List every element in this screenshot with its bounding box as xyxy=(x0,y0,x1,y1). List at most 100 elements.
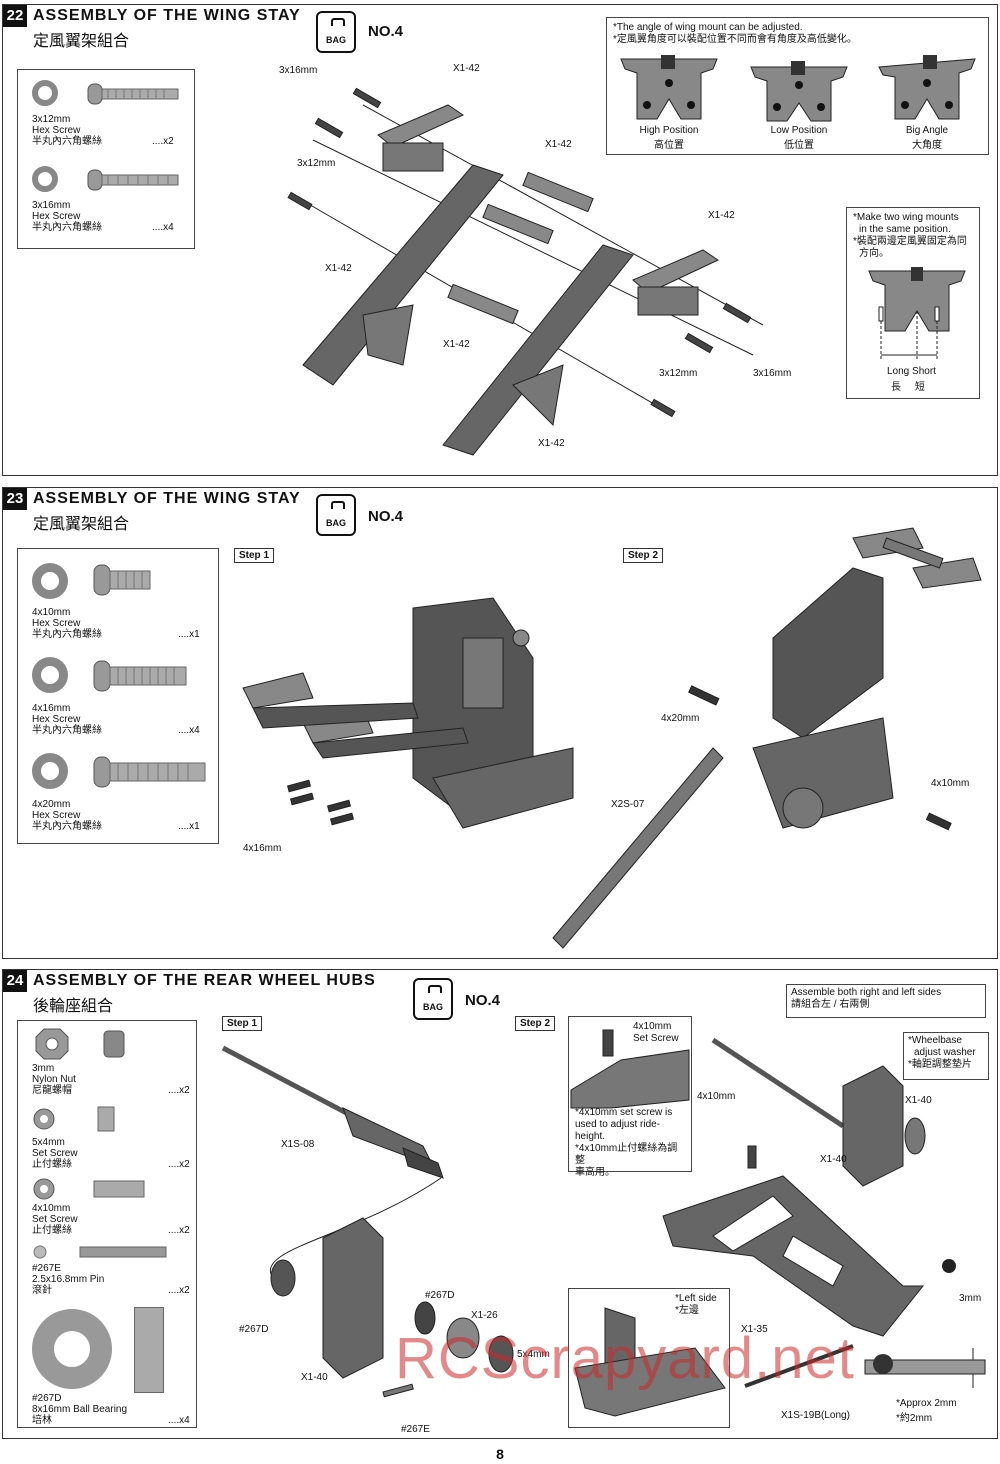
set-screw-closeup xyxy=(570,1029,690,1109)
section-subtitle: 後輪座組合 xyxy=(33,998,114,1015)
section-24: 24 ASSEMBLY OF THE REAR WHEEL HUBS 後輪座組合… xyxy=(2,969,998,1439)
step-number: 22 xyxy=(3,5,27,27)
watermark: RCScrapyard.net xyxy=(395,1326,855,1391)
callout-label: X1-26 xyxy=(471,1310,498,1321)
bag-icon: BAG xyxy=(316,494,356,536)
callout-label: 5x4mm xyxy=(517,1349,550,1360)
bag-number: NO.4 xyxy=(368,508,404,525)
callout-label: X1-40 xyxy=(905,1095,932,1106)
long-short-label-cn: 長 短 xyxy=(891,382,925,393)
approx-label: *Approx 2mm *約2mm xyxy=(896,1398,957,1424)
callout-label: 3x16mm xyxy=(279,65,318,76)
callout-label: 4x16mm xyxy=(243,843,282,854)
callout-label: #267D xyxy=(425,1290,455,1301)
bag-number: NO.4 xyxy=(465,992,501,1009)
washer-thickness-diagram xyxy=(864,1348,986,1388)
callout-label: 3mm xyxy=(959,1293,982,1304)
callout-label: X1-42 xyxy=(325,263,352,274)
section-title: ASSEMBLY OF THE WING STAY xyxy=(33,7,301,24)
screw-icon xyxy=(93,660,187,692)
mount-note: *Make two wing mounts in the same positi… xyxy=(846,207,980,399)
step2-drawing xyxy=(552,527,982,949)
washer-icon xyxy=(32,166,58,192)
long-short-label: Long Short xyxy=(887,366,936,377)
step1-drawing xyxy=(221,1045,514,1398)
screw-icon xyxy=(87,169,179,191)
callout-label: X1-42 xyxy=(443,339,470,350)
screw-icon xyxy=(93,564,151,596)
section-title: ASSEMBLY OF THE WING STAY xyxy=(33,490,301,507)
callout-label: 4x20mm xyxy=(661,713,700,724)
step1-drawing xyxy=(242,597,574,829)
wing-stay-exploded-drawing xyxy=(287,87,764,456)
callout-label: 3x12mm xyxy=(297,158,336,169)
page-number: 8 xyxy=(496,1446,504,1462)
callout-label: 3x12mm xyxy=(659,368,698,379)
set-screw-icon xyxy=(33,1178,145,1200)
section-subtitle: 定風翼架組合 xyxy=(33,33,130,50)
left-side-illustration xyxy=(574,1307,726,1417)
callout-label: #267D xyxy=(239,1324,269,1335)
set-screw-icon xyxy=(33,1106,115,1132)
step2-label: Step 2 xyxy=(515,1016,556,1031)
section-subtitle: 定風翼架組合 xyxy=(33,516,130,533)
callout-label: X1S-19B(Long) xyxy=(781,1410,850,1421)
callout-label: X1-35 xyxy=(741,1324,768,1335)
callout-label: #267E xyxy=(401,1424,430,1435)
callout-label: X1-42 xyxy=(538,438,565,449)
wheelbase-note: *Wheelbase adjust washer *軸距調整墊片 xyxy=(903,1032,989,1080)
step2-drawing xyxy=(662,1037,956,1388)
washer-icon xyxy=(32,753,68,789)
step-number: 23 xyxy=(3,488,27,510)
step1-label: Step 1 xyxy=(234,548,275,563)
ball-bearing-icon xyxy=(32,1309,112,1389)
screw-icon xyxy=(87,83,179,105)
high-position-illustration xyxy=(620,55,718,120)
callout-label: X1-40 xyxy=(820,1154,847,1165)
callout-label: X1-40 xyxy=(301,1372,328,1383)
section-title: ASSEMBLY OF THE REAR WHEEL HUBS xyxy=(33,972,376,989)
section-23: 23 ASSEMBLY OF THE WING STAY 定風翼架組合 BAG … xyxy=(2,487,998,959)
section-22: 22 ASSEMBLY OF THE WING STAY 定風翼架組合 BAG … xyxy=(2,4,998,476)
pin-icon xyxy=(33,1245,167,1259)
bag-icon: BAG xyxy=(316,11,356,53)
both-sides-note: Assemble both right and left sides 請組合左 … xyxy=(786,984,986,1018)
nylon-nut-icon xyxy=(35,1028,125,1060)
step-number: 24 xyxy=(3,970,27,992)
step1-label: Step 1 xyxy=(222,1016,263,1031)
callout-label: 4x10mm xyxy=(931,778,970,789)
mount-illustration xyxy=(868,267,966,361)
screw-icon xyxy=(93,756,206,788)
washer-icon xyxy=(32,80,58,106)
callout-label: X2S-07 xyxy=(611,799,645,810)
low-position-illustration xyxy=(750,61,848,122)
callout-label: 3x16mm xyxy=(753,368,792,379)
ball-bearing-side-icon xyxy=(134,1307,164,1393)
callout-label: X1-42 xyxy=(545,139,572,150)
washer-icon xyxy=(32,657,68,693)
bag-icon: BAG xyxy=(413,978,453,1020)
callout-label: X1S-08 xyxy=(281,1139,315,1150)
callout-label: X1-42 xyxy=(453,63,480,74)
bag-number: NO.4 xyxy=(368,23,404,40)
washer-icon xyxy=(32,563,68,599)
callout-label: X1-42 xyxy=(708,210,735,221)
step2-label: Step 2 xyxy=(623,548,664,563)
callout-label: 4x10mm xyxy=(697,1091,736,1102)
